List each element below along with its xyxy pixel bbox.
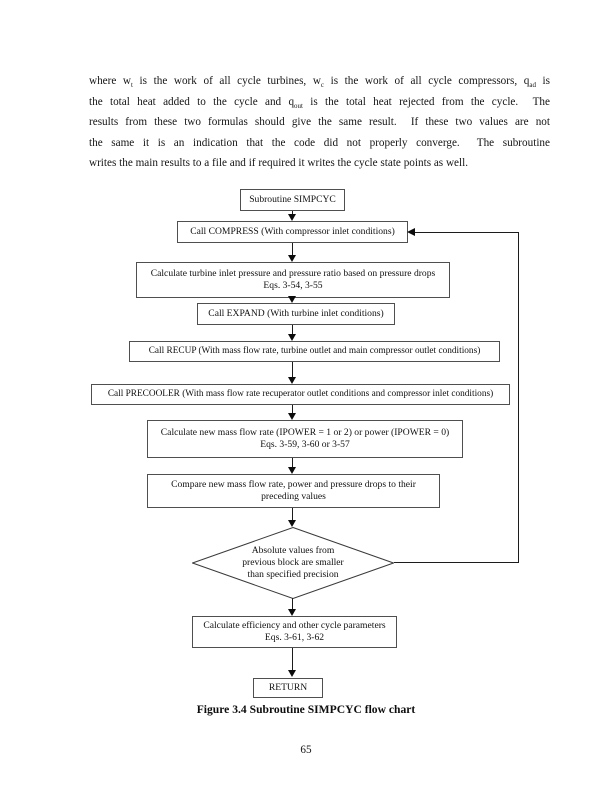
flow-node-label: Compare new mass flow rate, power and pr… <box>171 478 416 490</box>
arrowhead-down-icon <box>288 609 296 616</box>
flow-node-precooler: Call PRECOOLER (With mass flow rate recu… <box>91 384 510 405</box>
arrowhead-down-icon <box>288 520 296 527</box>
flow-node-compare: Compare new mass flow rate, power and pr… <box>147 474 440 508</box>
arrowhead-down-icon <box>288 413 296 420</box>
flow-node-label: Calculate new mass flow rate (IPOWER = 1… <box>160 426 450 438</box>
flow-node-new-mass-flow: Calculate new mass flow rate (IPOWER = 1… <box>147 420 463 458</box>
flow-connector <box>292 458 293 468</box>
arrowhead-down-icon <box>288 377 296 384</box>
paragraph-line: results from these two formulas should g… <box>89 116 550 129</box>
flow-node-label: Call EXPAND (With turbine inlet conditio… <box>208 307 384 319</box>
flow-node-label: Calculate turbine inlet pressure and pre… <box>150 267 436 279</box>
flow-node-label: than specified precision <box>247 569 339 581</box>
flow-node-label: RETURN <box>268 681 308 693</box>
flow-node-equations: Eqs. 3-59, 3-60 or 3-57 <box>260 439 350 450</box>
flow-connector <box>292 405 293 414</box>
subscript: out <box>294 101 303 110</box>
flow-node-equations: Eqs. 3-54, 3-55 <box>263 280 323 291</box>
flow-node-compress: Call COMPRESS (With compressor inlet con… <box>177 221 408 243</box>
flow-node-label: Calculate efficiency and other cycle par… <box>203 619 386 631</box>
flow-connector <box>292 325 293 335</box>
flow-decision-diamond: Absolute values from previous block are … <box>192 527 394 599</box>
flow-node-label: Call PRECOOLER (With mass flow rate recu… <box>107 389 494 400</box>
figure-caption: Figure 3.4 Subroutine SIMPCYC flow chart <box>196 703 416 716</box>
paragraph-line: the total heat added to the cycle and qo… <box>89 95 550 110</box>
flow-node-equations: Eqs. 3-61, 3-62 <box>264 632 325 643</box>
body-paragraph: where wt is the work of all cycle turbin… <box>89 71 550 174</box>
arrowhead-down-icon <box>288 467 296 474</box>
flow-node-label: Absolute values from <box>251 544 335 556</box>
paragraph-line: where wt is the work of all cycle turbin… <box>89 75 550 90</box>
arrowhead-down-icon <box>288 255 296 262</box>
subscript: ad <box>529 81 536 90</box>
flow-connector <box>292 211 293 215</box>
paragraph-line: writes the main results to a file and if… <box>89 157 469 170</box>
flow-node-label: Call COMPRESS (With compressor inlet con… <box>190 225 395 237</box>
flow-node-return: RETURN <box>253 678 323 698</box>
paragraph-line: the same it is an indication that the co… <box>89 136 550 149</box>
flow-connector <box>292 508 293 521</box>
page-number: 65 <box>300 744 312 756</box>
arrowhead-left-icon <box>407 228 415 236</box>
flow-decision-diamond-shape <box>192 527 394 599</box>
flow-node-recup: Call RECUP (With mass flow rate, turbine… <box>129 341 500 362</box>
arrowhead-down-icon <box>288 334 296 341</box>
arrowhead-down-icon <box>288 670 296 677</box>
feedback-line-top <box>414 232 519 233</box>
arrowhead-down-icon <box>288 296 296 303</box>
flow-node-turbine-inlet: Calculate turbine inlet pressure and pre… <box>136 262 450 298</box>
feedback-line-bottom <box>394 562 519 563</box>
flow-node-efficiency: Calculate efficiency and other cycle par… <box>192 616 397 648</box>
flow-connector <box>292 648 293 671</box>
flow-node-label: Call RECUP (With mass flow rate, turbine… <box>148 346 481 357</box>
flow-connector <box>292 362 293 378</box>
feedback-line-vertical <box>518 232 519 563</box>
flow-connector <box>292 598 293 610</box>
subscript: t <box>131 81 133 90</box>
flow-node-start: Subroutine SIMPCYC <box>240 189 345 211</box>
subscript: c <box>320 81 324 90</box>
arrowhead-down-icon <box>288 214 296 221</box>
flow-connector <box>292 243 293 256</box>
flow-node-expand: Call EXPAND (With turbine inlet conditio… <box>197 303 395 325</box>
flow-node-label: preceding values <box>261 491 326 502</box>
flow-node-label: previous block are smaller <box>242 556 344 568</box>
flow-node-label: Subroutine SIMPCYC <box>249 193 336 205</box>
